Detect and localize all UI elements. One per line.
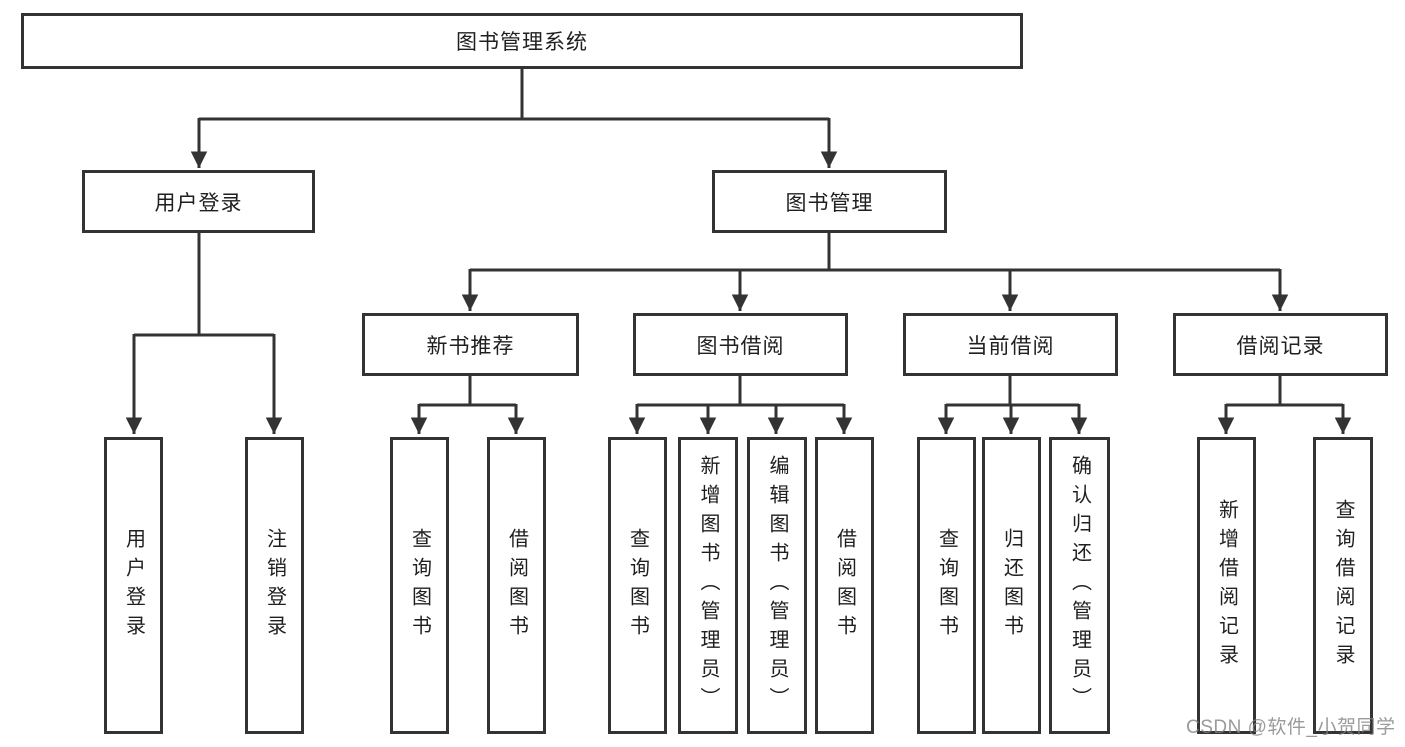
node-root-label: 图书管理系统 (456, 31, 588, 54)
leaf-logout-label: 注销登录 (263, 527, 286, 644)
leaf-bb-borrow-books: 借阅图书 (815, 437, 874, 734)
leaf-nbr-query-books: 查询图书 (390, 437, 449, 734)
leaf-nbr-borrow-books-label: 借阅图书 (505, 527, 528, 644)
node-borrowing-records: 借阅记录 (1173, 313, 1388, 376)
leaf-nbr-query-books-label: 查询图书 (408, 527, 431, 644)
leaf-bb-edit-books-admin-label: 编辑图书（管理员） (766, 455, 788, 716)
leaf-br-add-record: 新增借阅记录 (1197, 437, 1256, 734)
leaf-cb-return-books-label: 归还图书 (1000, 527, 1023, 644)
csdn-watermark: CSDN @软件_小贺同学 (1186, 717, 1396, 738)
node-borrowing-records-label: 借阅记录 (1236, 334, 1325, 358)
leaf-br-add-record-label: 新增借阅记录 (1215, 498, 1238, 673)
leaf-bb-query-books-label: 查询图书 (626, 527, 649, 644)
leaf-cb-query-books-label: 查询图书 (935, 527, 958, 644)
node-book-management: 图书管理 (712, 170, 947, 233)
leaf-logout: 注销登录 (245, 437, 304, 734)
node-new-book-recommendation: 新书推荐 (362, 313, 579, 376)
node-user-login-label: 用户登录 (154, 191, 243, 215)
leaf-bb-edit-books-admin: 编辑图书（管理员） (747, 437, 807, 734)
node-current-borrowing: 当前借阅 (903, 313, 1118, 376)
leaf-cb-return-books: 归还图书 (982, 437, 1041, 734)
leaf-nbr-borrow-books: 借阅图书 (487, 437, 546, 734)
leaf-bb-borrow-books-label: 借阅图书 (833, 527, 856, 644)
node-user-login: 用户登录 (82, 170, 315, 233)
leaf-cb-query-books: 查询图书 (917, 437, 976, 734)
node-book-borrowing: 图书借阅 (633, 313, 848, 376)
leaf-cb-confirm-return-admin: 确认归还（管理员） (1049, 437, 1110, 734)
leaf-br-query-record-label: 查询借阅记录 (1332, 498, 1354, 673)
leaf-cb-confirm-return-admin-label: 确认归还（管理员） (1068, 455, 1091, 716)
leaf-br-query-record: 查询借阅记录 (1313, 437, 1373, 734)
leaf-bb-add-books-admin-label: 新增图书（管理员） (697, 455, 719, 716)
node-root: 图书管理系统 (21, 13, 1023, 69)
leaf-bb-add-books-admin: 新增图书（管理员） (678, 437, 738, 734)
leaf-user-login-label: 用户登录 (122, 527, 145, 644)
node-book-borrowing-label: 图书借阅 (696, 334, 785, 358)
leaf-bb-query-books: 查询图书 (608, 437, 667, 734)
node-new-book-recommendation-label: 新书推荐 (426, 334, 515, 358)
node-book-management-label: 图书管理 (785, 191, 874, 215)
leaf-user-login: 用户登录 (104, 437, 163, 734)
node-current-borrowing-label: 当前借阅 (966, 334, 1055, 358)
